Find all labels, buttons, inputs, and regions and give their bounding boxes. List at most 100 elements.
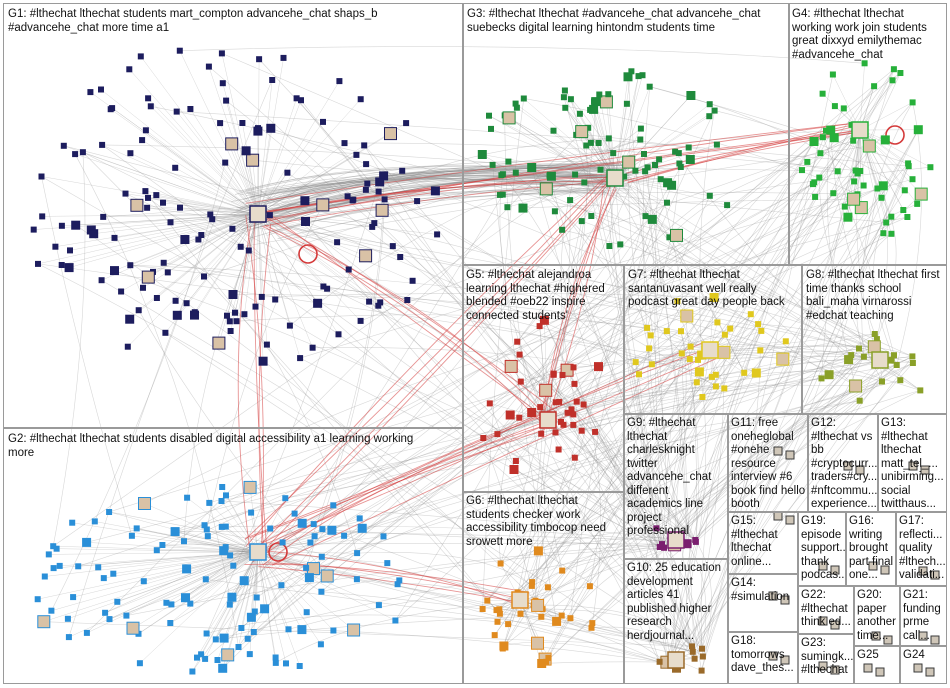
graph-node (579, 219, 584, 224)
graph-node (376, 178, 384, 186)
graph-node (298, 626, 306, 634)
graph-node (331, 628, 336, 633)
graph-node (774, 512, 782, 520)
graph-node (202, 274, 207, 279)
graph-node (168, 621, 173, 626)
graph-node (249, 510, 254, 515)
graph-node (280, 540, 285, 545)
graph-node (592, 98, 600, 106)
graph-node (185, 495, 190, 500)
graph-node (506, 159, 511, 164)
graph-node (256, 126, 261, 131)
graph-node (292, 511, 297, 516)
graph-node (713, 384, 718, 389)
graph-node (137, 661, 142, 666)
graph-node (769, 592, 777, 600)
graph-node (665, 200, 670, 205)
graph-node (305, 574, 313, 582)
graph-edge (702, 74, 833, 670)
graph-node (712, 108, 717, 113)
graph-node (519, 204, 527, 212)
graph-node (127, 622, 139, 634)
graph-node (390, 244, 395, 249)
graph-node (481, 436, 486, 441)
graph-node (633, 360, 638, 365)
graph-edge (53, 152, 85, 546)
graph-node (819, 617, 827, 625)
graph-node (415, 199, 420, 204)
graph-node (728, 326, 733, 331)
graph-node (742, 370, 747, 375)
graph-node (921, 466, 929, 474)
graph-edge (83, 152, 258, 214)
graph-node (528, 164, 536, 172)
graph-node (748, 312, 753, 317)
graph-node (881, 566, 889, 574)
graph-node (273, 297, 278, 302)
graph-node (851, 138, 856, 143)
graph-node (571, 365, 576, 370)
graph-node (254, 595, 259, 600)
graph-node (358, 97, 363, 102)
graph-node (863, 140, 875, 152)
graph-edge (207, 205, 323, 530)
graph-node (354, 152, 359, 157)
graph-node (40, 214, 45, 219)
graph-hub-node (250, 544, 266, 560)
graph-node (71, 595, 76, 600)
graph-node (890, 78, 895, 83)
graph-node (589, 625, 594, 630)
graph-node (218, 121, 223, 126)
graph-node (692, 656, 697, 661)
graph-node (245, 636, 250, 641)
graph-node (107, 617, 112, 622)
graph-node (805, 159, 810, 164)
graph-node (244, 481, 256, 493)
graph-node (700, 395, 705, 400)
graph-node (381, 534, 386, 539)
graph-node (279, 583, 284, 588)
graph-node (653, 163, 658, 168)
graph-node (875, 186, 880, 191)
graph-node (204, 631, 209, 636)
graph-node (556, 447, 561, 452)
graph-node (505, 360, 517, 372)
graph-node (590, 105, 598, 113)
graph-node (679, 351, 684, 356)
graph-hub-node (540, 412, 556, 428)
graph-node (844, 213, 852, 221)
graph-node (370, 224, 375, 229)
graph-node (70, 520, 75, 525)
graph-node (849, 353, 854, 358)
graph-node (769, 652, 777, 660)
graph-node (342, 533, 347, 538)
graph-node (273, 660, 278, 665)
graph-node (699, 668, 704, 673)
graph-node (335, 240, 340, 245)
graph-node (649, 362, 654, 367)
graph-node (124, 613, 129, 618)
graph-node (869, 562, 877, 570)
graph-node (35, 597, 40, 602)
graph-node (645, 325, 650, 330)
graph-node (786, 516, 794, 524)
graph-node (298, 519, 306, 527)
graph-node (53, 244, 58, 249)
graph-node (514, 105, 519, 110)
graph-edge (42, 176, 132, 535)
graph-node (182, 539, 187, 544)
graph-node (694, 380, 699, 385)
graph-node (596, 141, 601, 146)
graph-node (261, 605, 269, 613)
graph-node (637, 372, 642, 377)
graph-edge (669, 162, 807, 237)
graph-node (154, 193, 159, 198)
graph-edge (667, 355, 851, 662)
graph-node (931, 636, 939, 644)
graph-node (267, 213, 272, 218)
graph-node (297, 664, 302, 669)
graph-node (831, 566, 839, 574)
graph-node (642, 152, 647, 157)
graph-node (568, 97, 573, 102)
